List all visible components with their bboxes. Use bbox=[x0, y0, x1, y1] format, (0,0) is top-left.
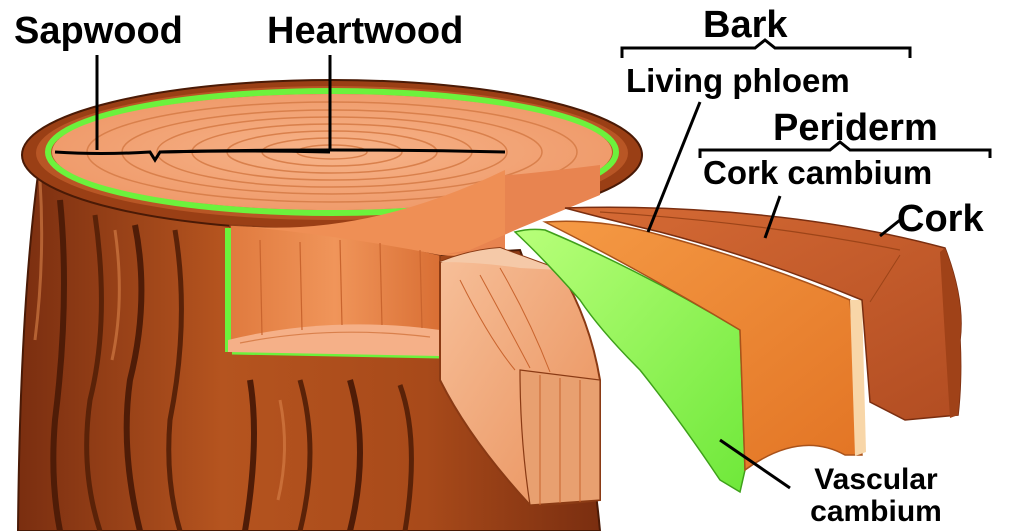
sapwood-label: Sapwood bbox=[14, 10, 183, 52]
heartwood-label: Heartwood bbox=[267, 10, 464, 52]
cork-cambium-label: Cork cambium bbox=[703, 154, 933, 191]
vascular-cambium-layer bbox=[513, 228, 746, 494]
bark-label: Bark bbox=[703, 4, 788, 46]
vascular-cambium-label: Vascular cambium bbox=[800, 464, 952, 527]
vascular-cambium-label-line1: Vascular bbox=[814, 463, 938, 496]
cork-layer bbox=[564, 206, 962, 421]
vascular-cambium-leader bbox=[719, 438, 791, 490]
vascular-cambium-label-line2: cambium bbox=[810, 494, 942, 528]
living-phloem-layer bbox=[542, 220, 866, 472]
cork-cambium-leader bbox=[763, 195, 782, 239]
bark-bracket bbox=[620, 38, 912, 58]
heartwood-bracket bbox=[159, 148, 506, 154]
leader-lines bbox=[54, 38, 992, 490]
sapwood-slab bbox=[439, 246, 601, 507]
periderm-bracket bbox=[698, 140, 992, 158]
living-phloem-label: Living phloem bbox=[626, 62, 850, 99]
cork-label: Cork bbox=[897, 198, 984, 240]
periderm-label: Periderm bbox=[773, 107, 938, 149]
living-phloem-leader bbox=[646, 101, 702, 233]
cork-leader bbox=[879, 218, 901, 238]
cutaway-notch bbox=[225, 165, 600, 359]
